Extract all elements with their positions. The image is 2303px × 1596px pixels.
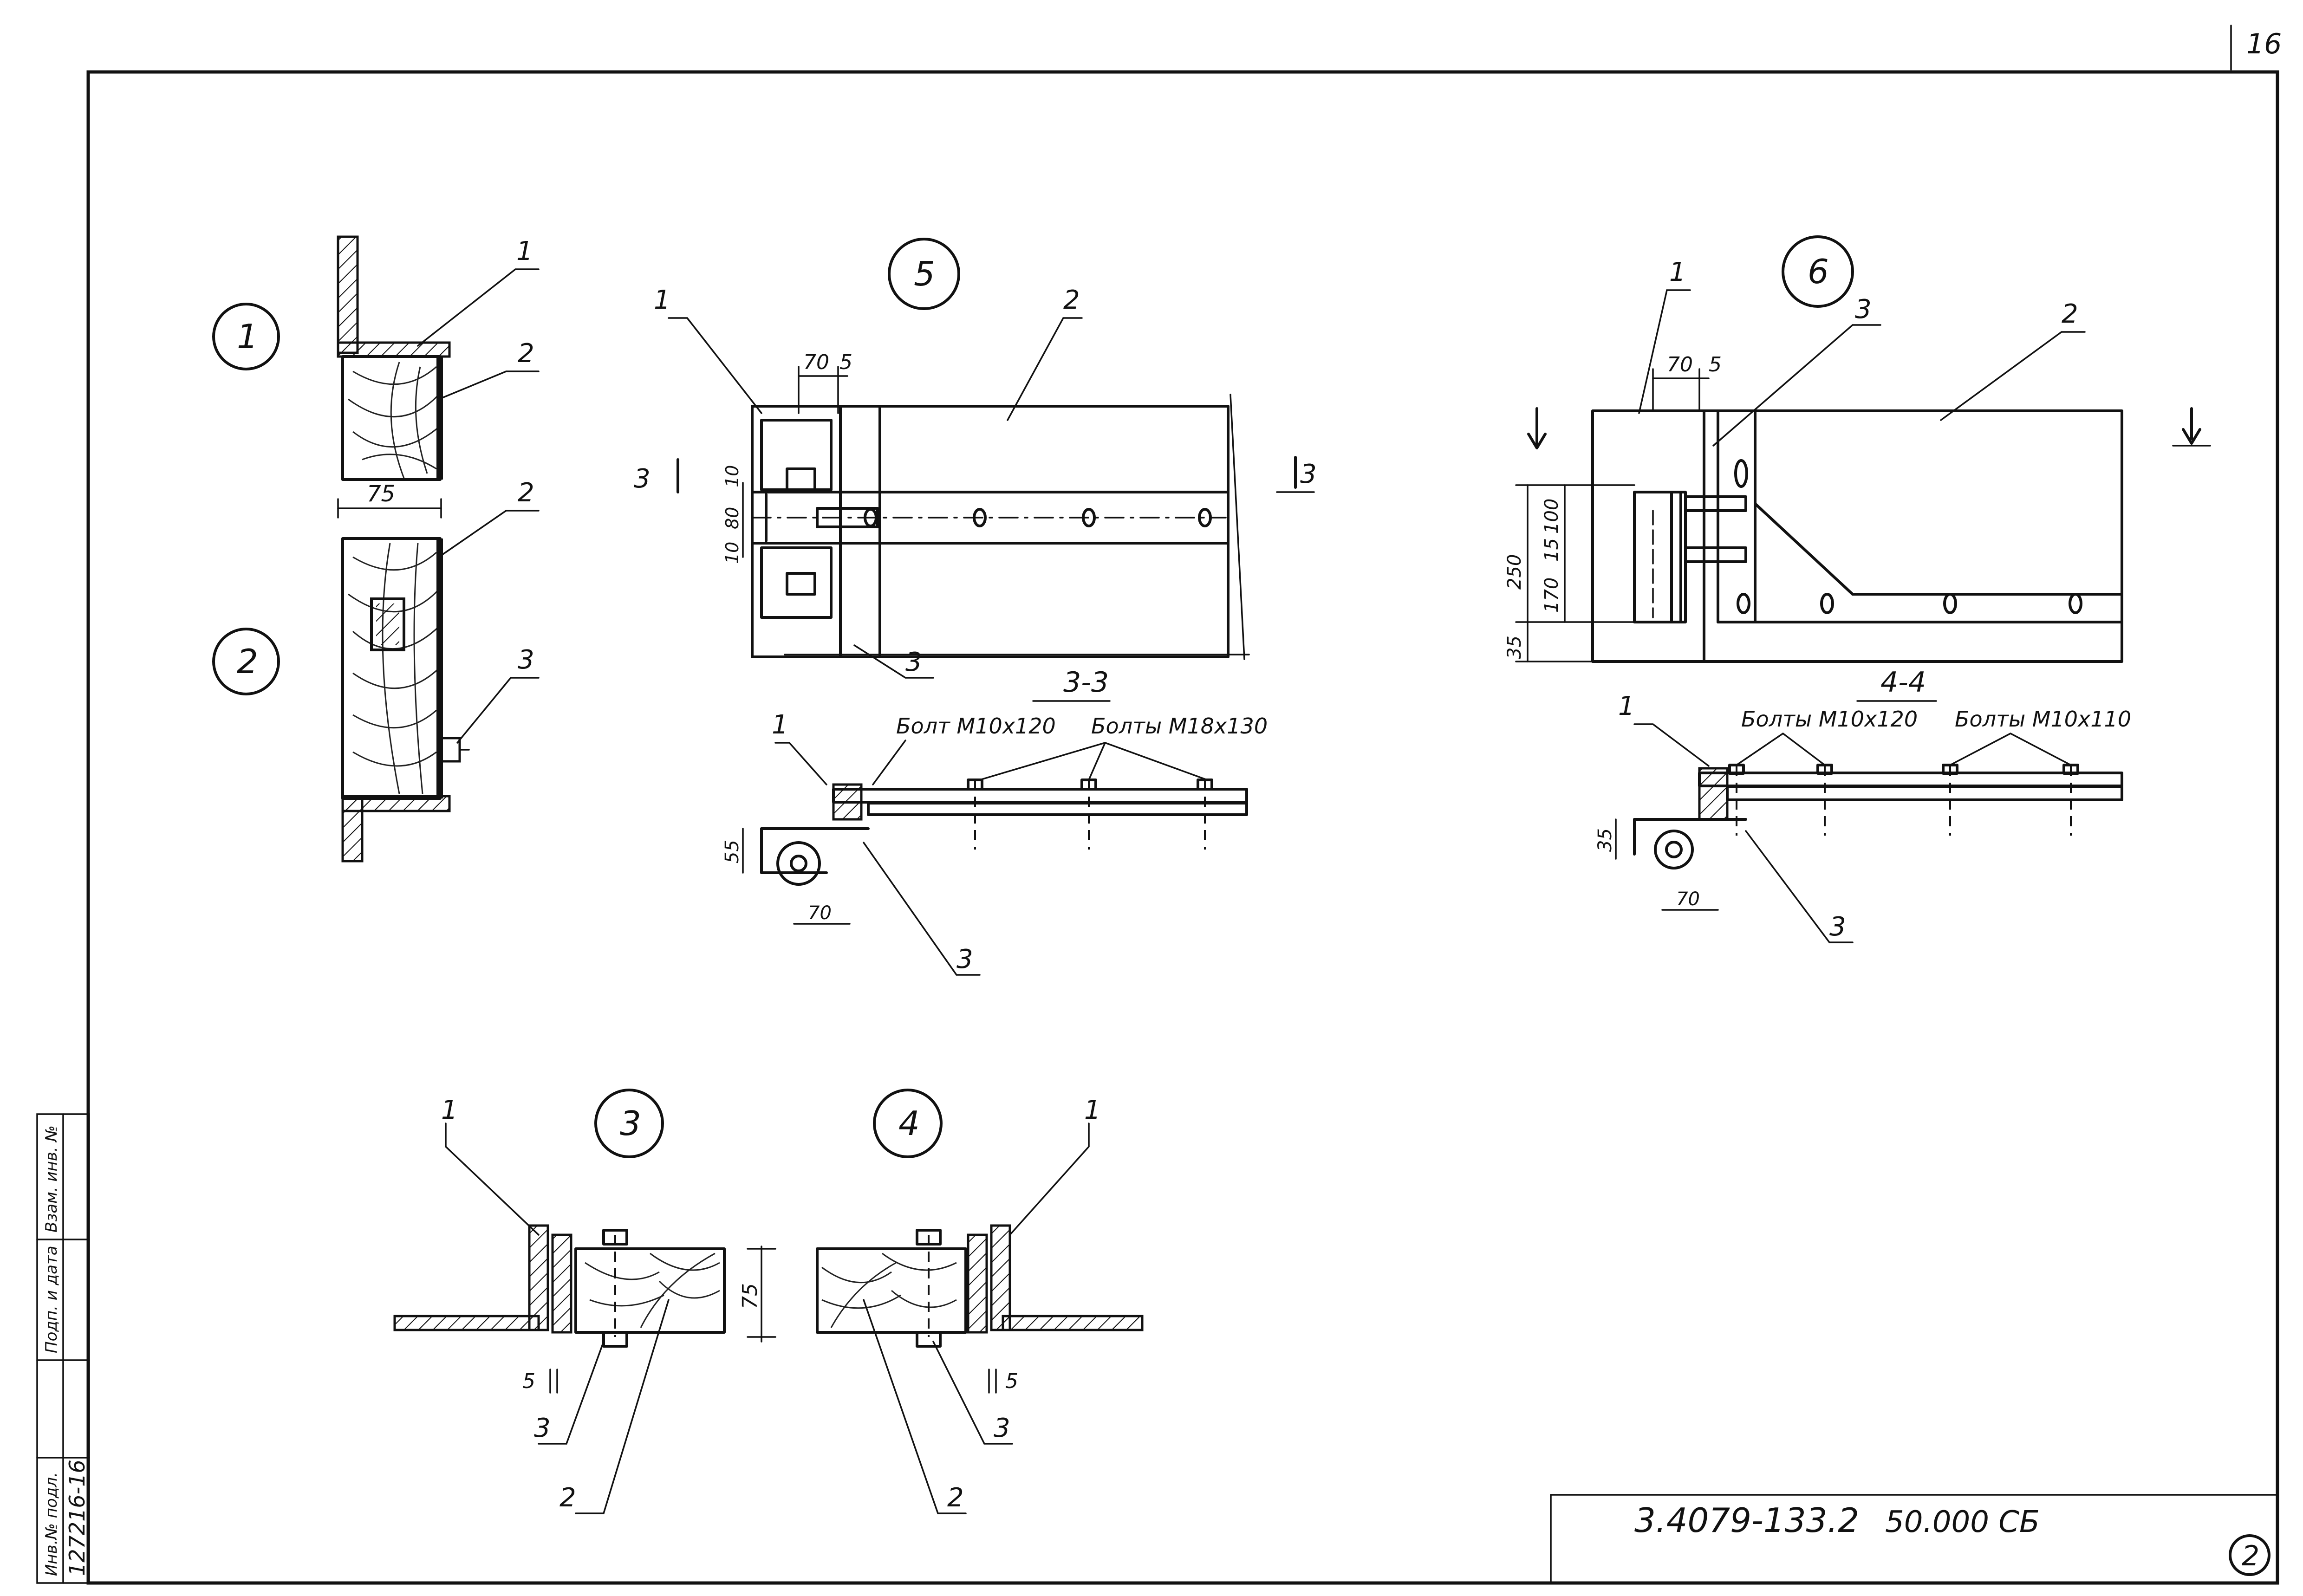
view-6-dim-170: 170 xyxy=(1541,577,1562,613)
view-6-dim-offset: 35 xyxy=(1594,828,1616,852)
view-5-note-bolts: Болты М18х130 xyxy=(1091,714,1268,739)
view-6-dim-35: 35 xyxy=(1504,636,1525,659)
stamp-inv-value: 127216-16 xyxy=(65,1460,90,1576)
view-4-number: 4 xyxy=(898,1104,920,1143)
view-5-3-3-callout-3: 3 xyxy=(956,944,973,974)
view-5-dim-70: 70 xyxy=(803,350,829,374)
view-3-circle xyxy=(594,1089,664,1158)
view-2-circle xyxy=(212,628,280,695)
view-3-callout-2: 2 xyxy=(559,1483,576,1513)
view-3-callout-1: 1 xyxy=(441,1095,458,1125)
view-4-callout-1: 1 xyxy=(1084,1095,1101,1125)
view-5-callout-1: 1 xyxy=(654,285,670,315)
view-5-dim-side-c: 80 xyxy=(722,507,742,529)
view-5-dim-5: 5 xyxy=(839,350,852,374)
view-6-4-4-callout-1: 1 xyxy=(1618,691,1635,721)
view-5-dim-70-bottom: 70 xyxy=(808,902,832,924)
view-6-note-bolts-a: Болты М10х120 xyxy=(1741,707,1918,732)
view-4-dim-5: 5 xyxy=(1005,1369,1018,1393)
view-3-dim-5: 5 xyxy=(522,1369,535,1393)
stamp-inv-label: Инв.№ подл. xyxy=(42,1472,61,1576)
side-stamp: Взам. инв. № Подп. и дата Инв.№ подл. 12… xyxy=(36,1113,90,1584)
view-5-section-title: 3-3 xyxy=(1063,666,1109,699)
view-6-dim-250: 250 xyxy=(1504,554,1525,590)
doc-code: 50.000 СБ xyxy=(1885,1505,2040,1539)
designation: 3.4079-133.2 xyxy=(1634,1501,1859,1540)
view-4-callout-2: 2 xyxy=(947,1483,964,1513)
view-5-circle xyxy=(888,238,960,310)
sheet-number-circle xyxy=(2229,1534,2270,1576)
view-5-dim-side-a: 10 xyxy=(722,465,742,487)
view-6-callout-1: 1 xyxy=(1669,257,1686,287)
view-4-circle xyxy=(873,1089,943,1158)
view-5-note-bolt: Болт М10х120 xyxy=(896,714,1056,739)
title-block: 3.4079-133.2 50.000 СБ 2 xyxy=(1550,1494,2278,1584)
view-1-number: 1 xyxy=(237,317,258,356)
view-6-section-title: 4-4 xyxy=(1880,666,1926,699)
view-5-3-3-callout-1: 1 xyxy=(772,710,788,740)
view-2-callout-3: 3 xyxy=(518,645,534,675)
view-5: 5 70 5 10 80 10 3 3 xyxy=(634,238,1317,976)
view-6-dim-5: 5 xyxy=(1709,353,1722,376)
drawing-frame xyxy=(86,70,2279,1585)
view-5-callout-2: 2 xyxy=(1063,285,1080,315)
view-6: 6 70 5 250 100 xyxy=(1504,235,2211,943)
view-3-dim-75: 75 xyxy=(738,1283,762,1309)
view-2: 2 2 3 xyxy=(212,478,540,863)
view-6-dim-70-bottom: 70 xyxy=(1676,889,1700,910)
view-5-dim-55: 55 xyxy=(722,840,743,863)
view-5-section-mark-left: 3 xyxy=(634,464,651,494)
view-6-note-bolts-b: Болты М10х110 xyxy=(1955,707,2131,732)
view-6-circle xyxy=(1782,235,1854,308)
view-1: 1 75 1 2 xyxy=(212,235,540,519)
view-1-callout-2: 2 xyxy=(518,338,534,369)
view-1-circle xyxy=(212,303,280,370)
view-6-number: 6 xyxy=(1808,252,1829,291)
view-3-number: 3 xyxy=(620,1104,641,1143)
view-6-4-4-callout-3: 3 xyxy=(1829,912,1846,942)
view-3-callout-3: 3 xyxy=(534,1413,551,1443)
stamp-sign-label: Подп. и дата xyxy=(42,1246,61,1353)
view-5-number: 5 xyxy=(914,254,935,293)
view-6-callout-3: 3 xyxy=(1855,294,1872,324)
view-4-callout-3: 3 xyxy=(994,1413,1010,1443)
view-5-section-mark-right: 3 xyxy=(1300,459,1317,489)
stamp-replace-label: Взам. инв. № xyxy=(42,1125,61,1233)
sheet-number: 2 xyxy=(2242,1540,2259,1572)
view-3: 3 75 5 1 3 2 xyxy=(393,1089,776,1514)
view-2-callout-2: 2 xyxy=(518,478,534,508)
page-mark: 16 xyxy=(2246,28,2282,60)
view-5-callout-3: 3 xyxy=(905,647,922,677)
view-1-callout-1: 1 xyxy=(516,236,533,266)
view-2-number: 2 xyxy=(237,642,258,681)
view-1-dim-75: 75 xyxy=(367,481,395,507)
view-5-dim-side-d: 10 xyxy=(722,542,742,564)
view-6-dim-70: 70 xyxy=(1667,353,1693,376)
view-4: 4 5 1 3 2 xyxy=(816,1089,1144,1514)
view-6-callout-2: 2 xyxy=(2062,299,2078,329)
view-6-dim-100: 100 xyxy=(1541,499,1562,534)
view-6-dim-15: 15 xyxy=(1541,538,1562,562)
